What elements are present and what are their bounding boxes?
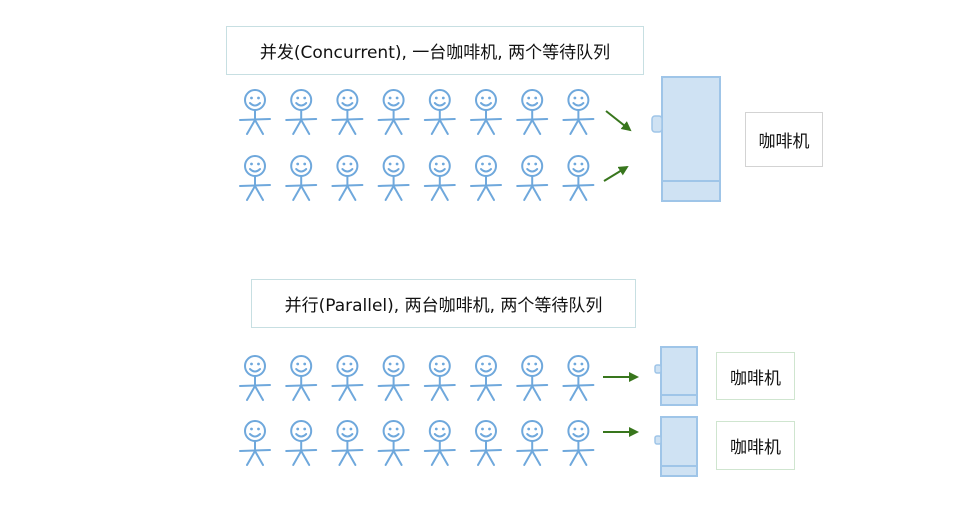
arrow-icon (605, 110, 632, 132)
coffee-machine-label-2: 咖啡机 (716, 421, 795, 470)
person-icon (516, 89, 549, 135)
person-icon (562, 89, 595, 135)
person-icon (516, 420, 549, 466)
coffee-machine-icon (651, 76, 721, 202)
person-icon (285, 420, 318, 466)
person-icon (516, 155, 549, 201)
person-icon (423, 89, 456, 135)
person-icon (562, 355, 595, 401)
person-icon (285, 155, 318, 201)
person-icon (562, 420, 595, 466)
person-icon (285, 89, 318, 135)
person-icon (516, 355, 549, 401)
person-icon (285, 355, 318, 401)
coffee-machine-label: 咖啡机 (745, 112, 823, 167)
person-icon (239, 155, 271, 201)
person-icon (377, 420, 410, 466)
person-icon (377, 155, 410, 201)
concurrent-title: 并发(Concurrent), 一台咖啡机, 两个等待队列 (226, 26, 644, 75)
coffee-machine-label-1: 咖啡机 (716, 352, 795, 400)
person-icon (331, 89, 364, 135)
person-icon (423, 355, 456, 401)
person-icon (470, 420, 502, 466)
person-icon (470, 355, 502, 401)
person-icon (562, 155, 595, 201)
person-icon (239, 89, 271, 135)
person-icon (377, 89, 410, 135)
coffee-machine-icon-1 (654, 346, 698, 406)
person-icon (470, 155, 502, 201)
person-icon (239, 420, 271, 466)
person-icon (377, 355, 410, 401)
person-icon (331, 420, 364, 466)
person-icon (239, 355, 271, 401)
parallel-title: 并行(Parallel), 两台咖啡机, 两个等待队列 (251, 279, 636, 328)
coffee-machine-icon-2 (654, 416, 698, 477)
person-icon (331, 155, 364, 201)
arrow-icon (603, 165, 629, 182)
person-icon (470, 89, 502, 135)
person-icon (423, 155, 456, 201)
person-icon (331, 355, 364, 401)
person-icon (423, 420, 456, 466)
